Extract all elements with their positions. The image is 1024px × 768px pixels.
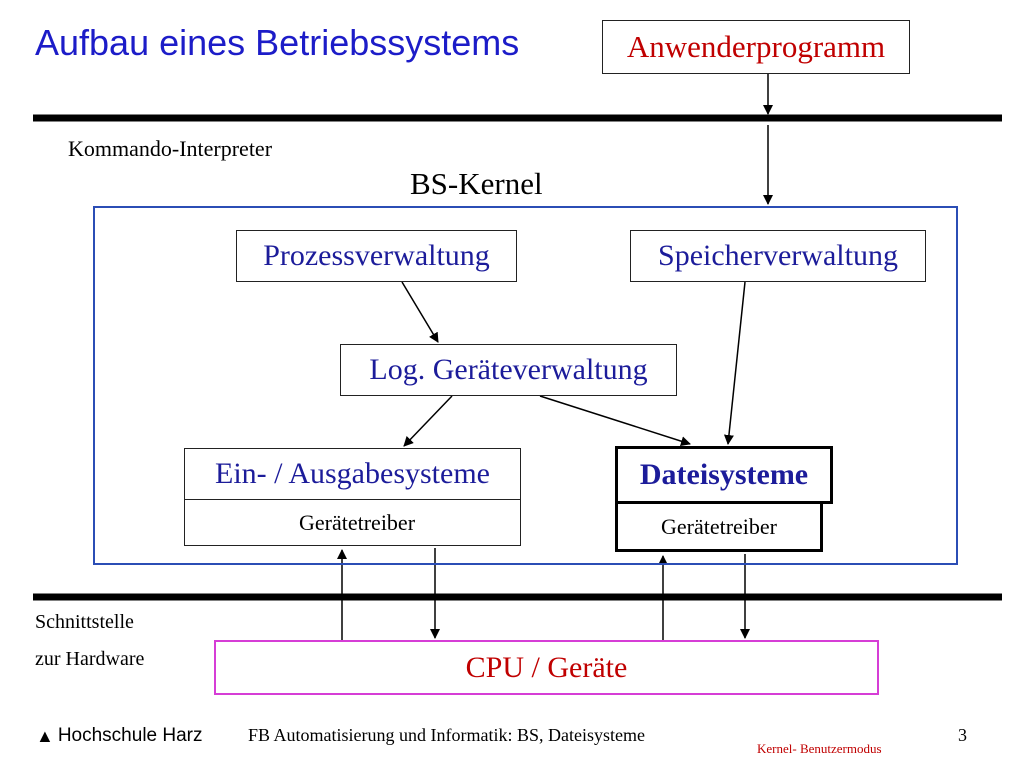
anwenderprogramm-box: Anwenderprogramm — [602, 20, 910, 74]
speicherverwaltung-box: Speicherverwaltung — [630, 230, 926, 282]
arrow-speicher-to-dateisys — [723, 281, 746, 445]
mode-note: Kernel- Benutzermodus — [757, 741, 882, 756]
zur-hardware-label: zur Hardware — [35, 648, 145, 670]
geraetetreiber-box-2: Gerätetreiber — [615, 504, 823, 552]
ein-ausgabesysteme-box: Ein- / Ausgabesysteme — [184, 448, 521, 500]
prozessverwaltung-box: Prozessverwaltung — [236, 230, 517, 282]
cpu-geraete-box: CPU / Geräte — [214, 640, 879, 695]
schnittstelle-label: Schnittstelle — [35, 611, 134, 633]
page-title: Aufbau eines Betriebssystems — [35, 22, 520, 63]
log-geraeteverwaltung-box: Log. Geräteverwaltung — [340, 344, 677, 396]
bs-kernel-label: BS-Kernel — [410, 166, 543, 201]
page-number: 3 — [958, 725, 967, 745]
triangle-logo-icon: ▲ — [36, 725, 54, 746]
arrow-log-to-dateisys — [539, 395, 691, 447]
arrow-prozess-to-log — [401, 281, 439, 343]
arrow-log-to-eingabe — [403, 395, 453, 447]
geraetetreiber-box-1: Gerätetreiber — [184, 500, 521, 546]
dateisysteme-box: Dateisysteme — [615, 446, 833, 504]
institution-logo: ▲ Hochschule Harz — [36, 725, 203, 747]
institution-name: Hochschule Harz — [57, 725, 203, 746]
kernel-frame — [93, 206, 958, 565]
kommando-interpreter-label: Kommando-Interpreter — [68, 136, 273, 161]
course-footer: FB Automatisierung und Informatik: BS, D… — [248, 725, 645, 745]
